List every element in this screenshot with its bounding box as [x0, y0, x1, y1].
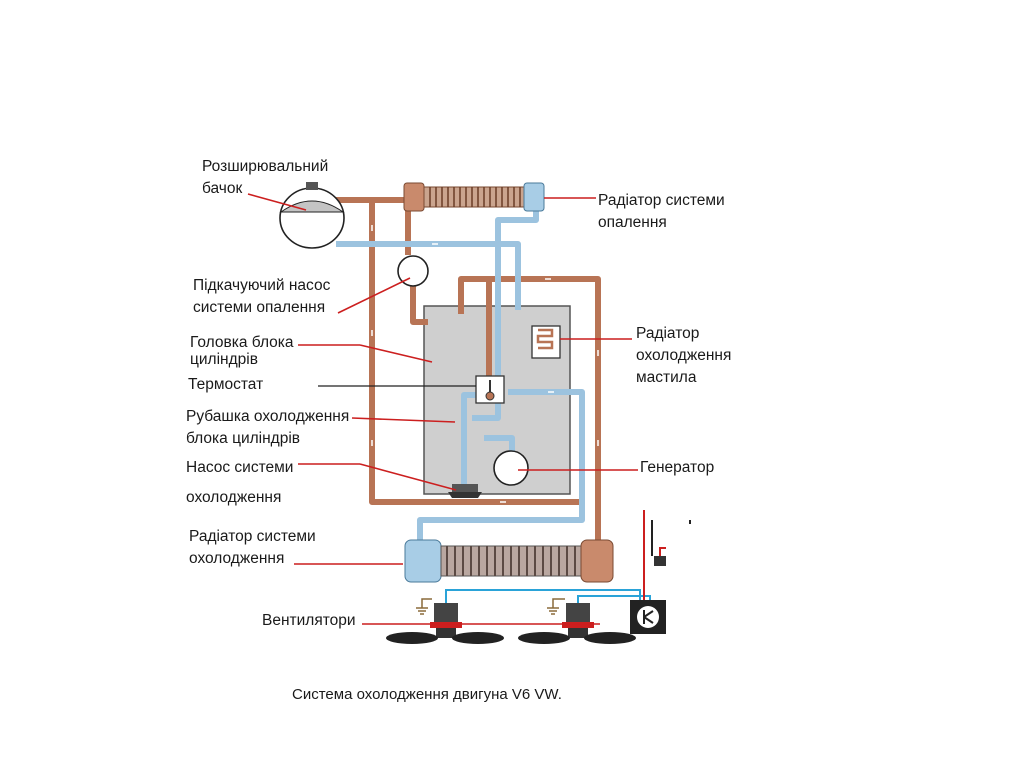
hot-coolant-pipes: [336, 197, 601, 544]
label-expansion-tank: Розширювальний бачок: [202, 156, 328, 200]
label-line: Розширювальний: [202, 158, 329, 175]
label-line: опалення: [598, 214, 667, 231]
main-radiator: [404, 539, 614, 583]
label-cylinder-head: Головка блока циліндрів: [190, 334, 294, 368]
heater-pump: [397, 255, 429, 287]
label-line: Радіатор системи: [189, 528, 316, 545]
label-line: Термостат: [188, 376, 264, 393]
label-line: Радіатор системи: [598, 192, 725, 209]
ground-icon: [416, 598, 432, 615]
label-heater-radiator: Радіатор системи опалення: [598, 190, 725, 234]
label-line: Радіатор: [636, 325, 700, 342]
label-line: охолодження: [636, 347, 732, 364]
alternator: [493, 450, 529, 486]
label-line: Головка блока: [190, 334, 294, 351]
label-line: охолодження: [186, 489, 282, 506]
label-line: циліндрів: [190, 351, 258, 368]
label-line: Рубашка охолодження: [186, 408, 350, 425]
fan-wiring: [445, 510, 691, 603]
label-line: Вентилятори: [262, 612, 356, 629]
label-heater-pump: Підкачуючий насос системи опалення: [193, 275, 330, 319]
label-line: Генератор: [640, 459, 715, 476]
oil-cooler: [531, 325, 561, 359]
label-line: системи опалення: [193, 299, 326, 316]
label-main-radiator: Радіатор системи охолодження: [189, 526, 316, 570]
fan-icon: [518, 603, 636, 644]
thermostat: [475, 375, 505, 404]
expansion-tank: [279, 182, 345, 249]
label-line: мастила: [636, 369, 697, 386]
label-coolant-pump: Насос системи охолодження: [186, 453, 293, 513]
label-water-jacket: Рубашка охолодження блока циліндрів: [186, 406, 349, 450]
transistor-icon: [630, 600, 666, 634]
label-oil-cooler: Радіатор охолодження мастила: [636, 323, 731, 389]
fan-icon: [386, 603, 504, 644]
label-line: охолодження: [189, 550, 285, 567]
label-line: Насос системи: [186, 459, 294, 476]
label-alternator: Генератор: [640, 457, 714, 479]
label-line: блока циліндрів: [186, 430, 300, 447]
coolant-pump: [448, 484, 482, 498]
leader-lines: [247, 193, 638, 625]
label-thermostat: Термостат: [188, 374, 263, 396]
figure-caption: Система охолодження двигуна V6 VW.: [292, 686, 562, 703]
relay-connector: [654, 556, 666, 566]
label-line: бачок: [202, 180, 243, 197]
label-fans: Вентилятори: [262, 610, 356, 632]
label-line: Підкачуючий насос: [193, 277, 331, 294]
flow-arrows: [371, 225, 599, 503]
ground-icon: [547, 598, 565, 615]
heater-radiator: [403, 182, 545, 212]
